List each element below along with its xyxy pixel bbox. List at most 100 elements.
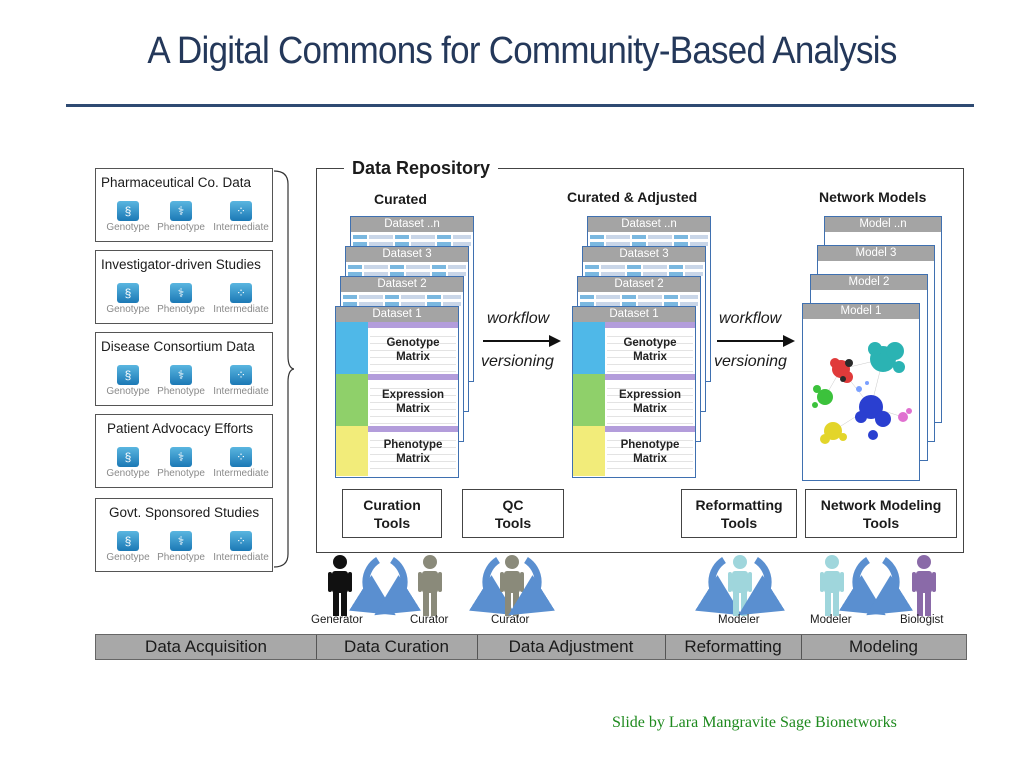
dataset-card-front: Dataset 1 Genotype Matrix Expression Mat… (572, 306, 696, 478)
right-arrow-icon (717, 335, 795, 347)
stage-data-adjustment: Data Adjustment (477, 635, 666, 659)
dataset-label: Dataset ..n (588, 217, 710, 232)
caduceus-icon: ⚕ (170, 447, 192, 467)
icon-label-genotype: Genotype (106, 468, 150, 479)
microarray-icon: ⁘ (230, 531, 252, 551)
cycle-arrow-icon (469, 557, 516, 616)
tool-line: Tools (720, 514, 758, 531)
tool-line: QC (502, 496, 524, 513)
icon-label-phenotype: Phenotype (157, 552, 205, 563)
matrix-label: Genotype Matrix (623, 337, 677, 363)
modeler-label: Modeler (810, 614, 852, 626)
dna-icon: § (117, 531, 139, 551)
people-workflow-row (328, 555, 936, 616)
cycle-arrow-icon (738, 557, 785, 616)
stage-bar: Data Acquisition Data Curation Data Adju… (95, 634, 967, 660)
source-box-govt: Govt. Sponsored Studies §Genotype ⚕Pheno… (95, 498, 273, 572)
microarray-icon: ⁘ (230, 447, 252, 467)
matrix-label: Genotype Matrix (386, 337, 440, 363)
dataset-label: Dataset 2 (578, 277, 700, 292)
cycle-arrow-icon (695, 557, 742, 616)
model-label: Model 1 (803, 304, 919, 319)
microarray-icon: ⁘ (230, 201, 252, 221)
phenotype-band: Phenotype Matrix (336, 426, 458, 476)
modeler-person-icon (728, 555, 752, 616)
caduceus-icon: ⚕ (170, 365, 192, 385)
tool-line: Tools (862, 514, 900, 531)
icon-label-intermediate: Intermediate (213, 222, 269, 233)
source-bracket (274, 170, 294, 568)
modeler-label: Modeler (718, 614, 760, 626)
page-title: A Digital Commons for Community-Based An… (147, 30, 897, 72)
stage-modeling: Modeling (849, 637, 918, 656)
caduceus-icon: ⚕ (170, 283, 192, 303)
tool-line: Tools (494, 514, 532, 531)
phenotype-band: Phenotype Matrix (573, 426, 695, 476)
microarray-icon: ⁘ (230, 283, 252, 303)
title-divider (66, 104, 974, 107)
versioning-label: versioning (481, 353, 554, 370)
models-heading: Network Models (819, 189, 927, 205)
stage-data-acquisition: Data Acquisition (96, 635, 317, 659)
cycle-arrow-icon (349, 557, 396, 616)
curator-person-icon (418, 555, 442, 616)
tool-line: Network Modeling (820, 496, 942, 513)
icon-label-phenotype: Phenotype (157, 386, 205, 397)
matrix-label: Phenotype Matrix (620, 439, 680, 465)
modeler-person-icon (820, 555, 844, 616)
repository-title: Data Repository (344, 158, 499, 179)
genotype-band: Genotype Matrix (336, 322, 458, 374)
dna-icon: § (117, 201, 139, 221)
cycle-arrow-icon (866, 557, 913, 616)
workflow-label: workflow (487, 310, 550, 327)
source-label: Patient Advocacy Efforts (107, 421, 254, 436)
model-label: Model ..n (825, 217, 941, 232)
matrix-label: Expression Matrix (619, 389, 681, 415)
icon-label-intermediate: Intermediate (213, 304, 269, 315)
caduceus-icon: ⚕ (170, 201, 192, 221)
dataset-label: Dataset 1 (573, 307, 695, 322)
slide-credit: Slide by Lara Mangravite Sage Bionetwork… (612, 714, 897, 731)
model-label: Model 3 (818, 246, 934, 261)
cycle-arrow-icon (839, 557, 886, 616)
stage-reformatting: Reformatting (665, 635, 802, 659)
icon-label-phenotype: Phenotype (157, 304, 205, 315)
model-label: Model 2 (811, 275, 927, 290)
source-box-consortium: Disease Consortium Data §Genotype ⚕Pheno… (95, 332, 273, 406)
source-label: Investigator-driven Studies (101, 257, 261, 272)
stage-data-curation: Data Curation (316, 635, 478, 659)
network-graph-icon (812, 342, 912, 444)
curator-person-icon (500, 555, 524, 616)
genotype-band: Genotype Matrix (573, 322, 695, 374)
icon-label-genotype: Genotype (106, 552, 150, 563)
icon-label-genotype: Genotype (106, 222, 150, 233)
biologist-label: Biologist (900, 614, 944, 626)
data-repository-frame (316, 168, 964, 553)
cycle-arrow-icon (374, 557, 421, 616)
dna-icon: § (117, 447, 139, 467)
source-label: Disease Consortium Data (101, 339, 255, 354)
dataset-label: Dataset 3 (346, 247, 468, 262)
dataset-card-front: Dataset 1 Genotype Matrix Expression Mat… (335, 306, 459, 478)
matrix-label: Expression Matrix (382, 389, 444, 415)
icon-label-intermediate: Intermediate (213, 552, 269, 563)
icon-label-intermediate: Intermediate (213, 386, 269, 397)
cycle-arrow-icon (508, 557, 555, 616)
source-box-advocacy: Patient Advocacy Efforts §Genotype ⚕Phen… (95, 414, 273, 488)
dna-icon: § (117, 365, 139, 385)
tool-line: Curation (363, 496, 421, 513)
caduceus-icon: ⚕ (170, 531, 192, 551)
source-label: Pharmaceutical Co. Data (101, 175, 252, 190)
icon-label-intermediate: Intermediate (213, 468, 269, 479)
dataset-label: Dataset ..n (351, 217, 473, 232)
expression-band: Expression Matrix (336, 374, 458, 426)
tool-line: Tools (373, 514, 411, 531)
tool-line: Reformatting (695, 496, 783, 513)
dataset-label: Dataset 2 (341, 277, 463, 292)
microarray-icon: ⁘ (230, 365, 252, 385)
source-box-pharma: Pharmaceutical Co. Data §Genotype ⚕Pheno… (95, 168, 273, 242)
